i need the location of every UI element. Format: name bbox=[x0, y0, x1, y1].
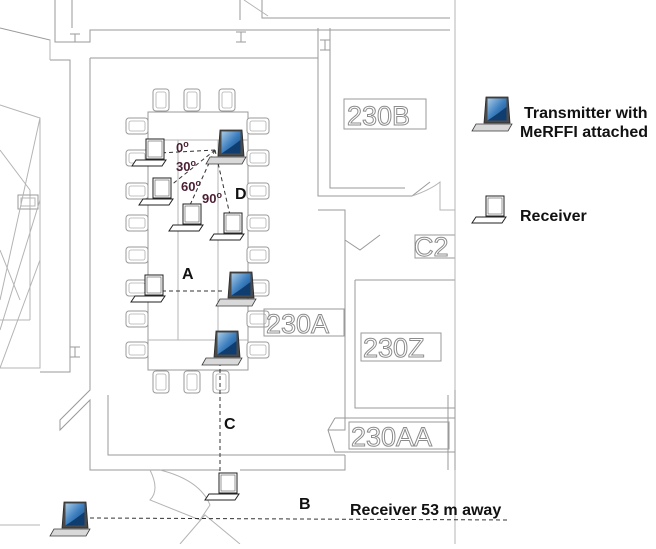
room-label-230z: 230Z bbox=[363, 333, 425, 363]
receiver-laptop-60-icon bbox=[168, 203, 204, 232]
path-30-degree bbox=[164, 149, 216, 191]
room-labels: 230B 230A 230Z 230AA C2 bbox=[263, 98, 450, 453]
angle-30-degree: o bbox=[190, 158, 196, 168]
receiver-laptop-90-icon bbox=[209, 212, 245, 241]
room-label-230a: 230A bbox=[266, 309, 329, 339]
path-letters: A B C D bbox=[182, 186, 311, 513]
legend-receiver-label: Receiver bbox=[520, 208, 587, 225]
path-0-degree bbox=[159, 149, 216, 154]
angle-30-label: 30 bbox=[176, 159, 190, 174]
legend: Transmitter with MeRFFI attached Receive… bbox=[350, 105, 648, 519]
svg-text:90o: 90o bbox=[202, 190, 222, 206]
receiver-laptop-c-icon bbox=[204, 472, 240, 501]
room-label-230b: 230B bbox=[347, 101, 410, 131]
transmitter-laptop-d-icon bbox=[205, 129, 247, 165]
transmitter-laptop-a-icon bbox=[215, 271, 257, 307]
svg-text:30o: 30o bbox=[176, 158, 196, 174]
angle-90-degree: o bbox=[216, 190, 222, 200]
conference-table bbox=[147, 111, 249, 371]
transmitter-laptop-c-icon bbox=[201, 330, 243, 366]
legend-transmitter-icon bbox=[471, 96, 513, 132]
angle-labels: 0o 30o 60o 90o bbox=[176, 139, 222, 206]
path-label-d: D bbox=[235, 186, 247, 203]
angle-60-label: 60 bbox=[181, 179, 195, 194]
svg-text:60o: 60o bbox=[181, 178, 201, 194]
angle-0-degree: o bbox=[183, 139, 189, 149]
room-label-c2: C2 bbox=[414, 232, 449, 262]
legend-transmitter-line1: Transmitter with bbox=[524, 105, 648, 122]
transmitter-laptop-b-icon bbox=[49, 501, 91, 537]
measurement-paths bbox=[89, 149, 511, 521]
path-b-line bbox=[89, 517, 511, 521]
room-label-230aa: 230AA bbox=[351, 422, 432, 452]
legend-receiver-far-label: Receiver 53 m away bbox=[350, 502, 501, 519]
angle-60-degree: o bbox=[195, 178, 201, 188]
path-label-c: C bbox=[224, 416, 236, 433]
building-walls bbox=[0, 0, 456, 545]
angle-90-label: 90 bbox=[202, 191, 216, 206]
legend-transmitter-line2: MeRFFI attached bbox=[520, 124, 648, 141]
angle-0-label: 0 bbox=[176, 140, 183, 155]
path-label-a: A bbox=[182, 266, 194, 283]
path-label-b: B bbox=[299, 496, 311, 513]
svg-text:0o: 0o bbox=[176, 139, 189, 155]
legend-receiver-icon bbox=[471, 195, 507, 224]
